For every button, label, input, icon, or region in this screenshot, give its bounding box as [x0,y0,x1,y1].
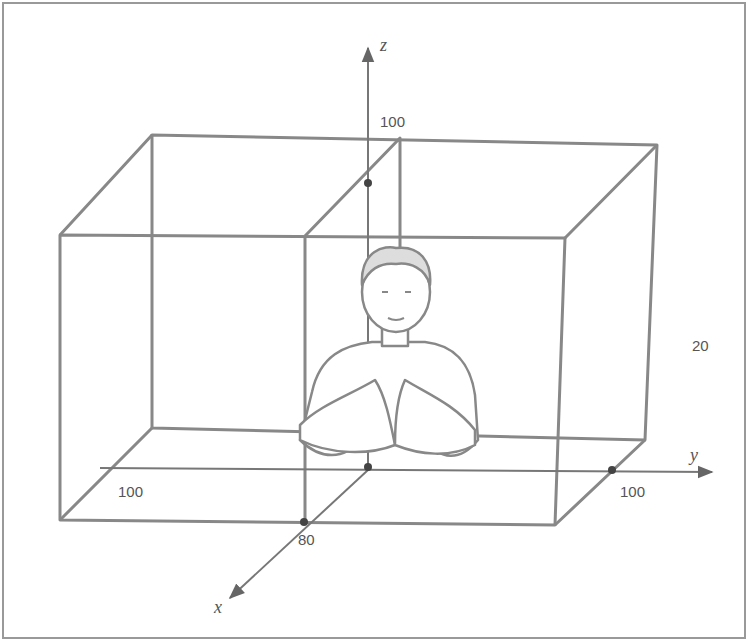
dimension-label: 100 [380,114,405,129]
dimension-label: 80 [298,532,315,547]
dimension-label: 100 [118,484,143,499]
dimension-label: 20 [692,338,709,353]
axis-label: z [380,36,387,54]
axis-label: x [214,598,222,616]
axis-label: y [690,446,698,464]
dimension-label: 100 [620,484,645,499]
